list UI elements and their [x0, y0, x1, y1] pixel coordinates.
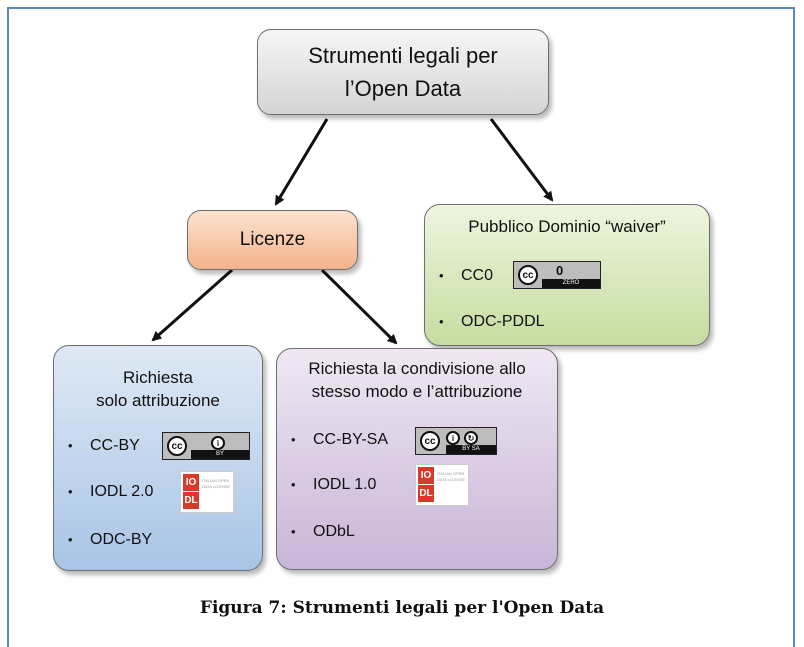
- cc-logo-icon: cc: [420, 431, 440, 451]
- iodl-logo: IO DL ITALIAN OPEN DATA LICENSE: [415, 464, 469, 506]
- list-item: •CC0: [439, 267, 494, 284]
- cc0-badge: cc 0 ZERO: [513, 261, 601, 289]
- item-cc-by-sa: CC-BY-SA: [313, 431, 388, 448]
- item-iodl-2: IODL 2.0: [90, 483, 154, 500]
- item-cc-by: CC-BY: [90, 437, 140, 454]
- public-domain-box: Pubblico Dominio “waiver” •CC0 cc 0 ZERO…: [424, 204, 710, 346]
- cc-logo-icon: cc: [167, 436, 187, 456]
- arrow-licenze-to-share-alike: [320, 268, 398, 345]
- attribution-icon: i: [446, 431, 460, 445]
- arrow-licenze-to-attribution: [151, 268, 233, 342]
- list-item: •ODC-PDDL: [439, 313, 545, 330]
- figure-caption: Figura 7: Strumenti legali per l'Open Da…: [199, 598, 605, 618]
- licenze-label: Licenze: [239, 229, 306, 250]
- item-odc-by: ODC-BY: [90, 531, 153, 548]
- share-alike-icon: ↻: [464, 431, 478, 445]
- zero-icon: 0: [556, 263, 564, 278]
- attribution-only-box: Richiesta solo attribuzione •CC-BY cc i …: [53, 345, 263, 571]
- root-box: Strumenti legali per l’Open Data: [257, 29, 549, 115]
- cc-by-band: BY: [191, 450, 249, 459]
- list-item: •ODbL: [291, 523, 355, 540]
- public-domain-title: Pubblico Dominio “waiver”: [468, 217, 666, 236]
- item-odbl: ODbL: [313, 523, 355, 540]
- item-odc-pddl: ODC-PDDL: [461, 313, 545, 330]
- arrow-root-to-public-domain: [489, 118, 554, 202]
- root-title-line1: Strumenti legali per: [308, 43, 498, 68]
- list-item: •ODC-BY: [68, 531, 153, 548]
- cc-by-sa-badge: cc i ↻ BY SA: [415, 427, 497, 455]
- list-item: •CC-BY: [68, 437, 140, 454]
- share-alike-title: Richiesta la condivisione allo stesso mo…: [308, 359, 526, 401]
- cc0-band: ZERO: [542, 279, 600, 288]
- licenze-box: Licenze: [187, 210, 358, 270]
- root-title-line2: l’Open Data: [344, 76, 462, 101]
- figure-frame: [7, 7, 795, 647]
- list-item: •CC-BY-SA: [291, 431, 388, 448]
- cc-by-badge: cc i BY: [162, 432, 250, 460]
- arrow-root-to-licenze: [274, 118, 329, 206]
- iodl-logo: IO DL ITALIAN OPEN DATA LICENSE: [180, 471, 234, 513]
- attribution-only-title: Richiesta solo attribuzione: [96, 368, 220, 410]
- list-item: •IODL 2.0: [68, 483, 154, 500]
- cc-logo-icon: cc: [518, 265, 538, 285]
- share-alike-box: Richiesta la condivisione allo stesso mo…: [276, 348, 558, 570]
- cc-by-sa-band: BY SA: [446, 445, 496, 454]
- item-iodl-1: IODL 1.0: [313, 476, 377, 493]
- attribution-icon: i: [211, 436, 225, 450]
- list-item: •IODL 1.0: [291, 476, 377, 493]
- item-cc0: CC0: [461, 267, 494, 284]
